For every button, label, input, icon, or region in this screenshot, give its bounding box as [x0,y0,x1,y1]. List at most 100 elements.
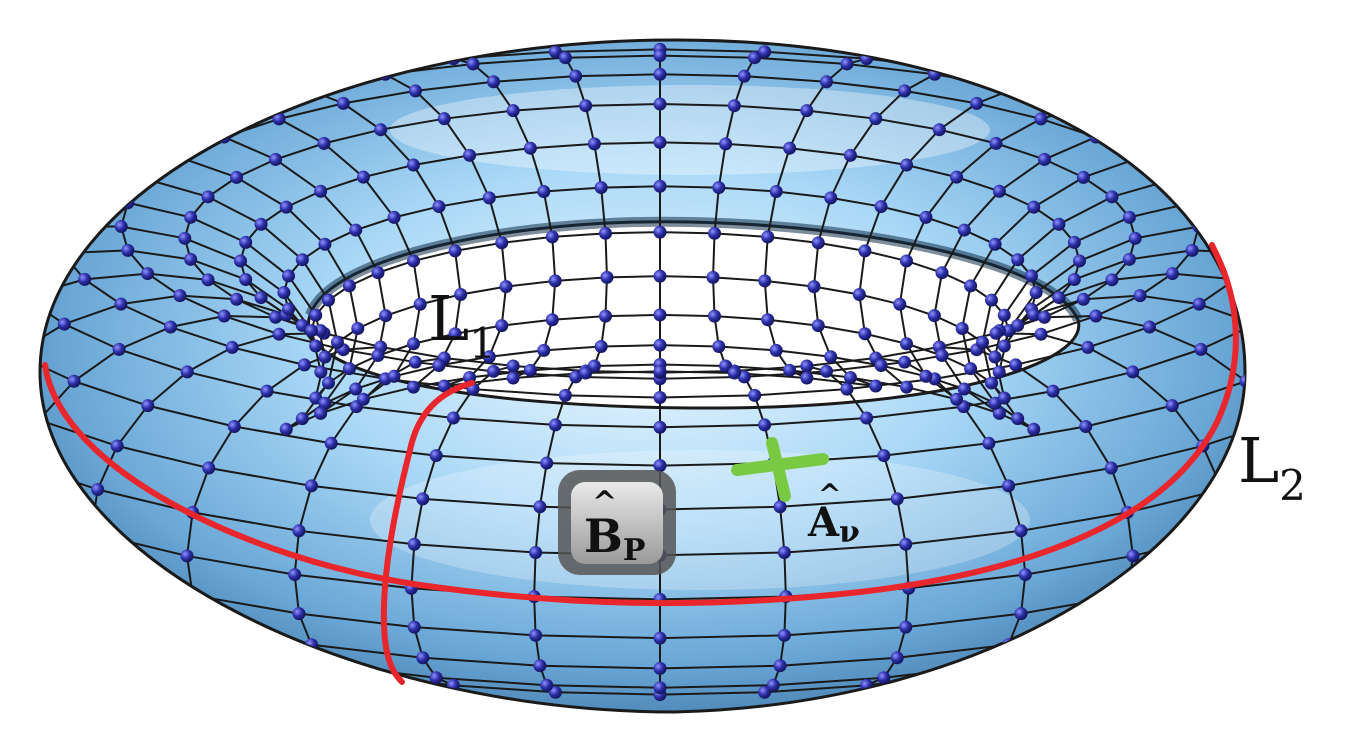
loop-l1-label: L1 [428,282,496,368]
lattice-node [653,420,667,434]
lattice-node [858,327,872,341]
lattice-edge [1149,125,1200,150]
lattice-node [260,78,274,92]
lattice-edge [1087,326,1150,349]
lattice-edge [1258,227,1265,254]
lattice-edge [356,405,454,419]
lattice-edge [489,190,544,199]
lattice-node [533,659,547,673]
lattice-edge [412,304,422,344]
lattice-node [184,210,198,224]
lattice-edge [956,176,1000,193]
lattice-node [1081,340,1095,354]
lattice-node [1342,191,1350,204]
lattice-node [653,135,667,149]
lattice-edge [274,158,322,193]
lattice-edge [941,229,966,274]
lattice-edge [767,318,819,327]
lattice-node [506,104,520,118]
lattice-edge [413,249,456,262]
lattice-edge [565,394,661,399]
lattice-edge [826,361,905,373]
lattice-edge [604,233,608,278]
lattice-node [653,97,667,111]
lattice-node [598,309,612,323]
lattice-edge [468,154,491,199]
lattice-edge [713,187,720,234]
lattice-node [976,335,990,349]
lattice-edge [147,272,209,281]
lattice-node [737,69,751,83]
lattice-edge [419,293,461,306]
lattice-node [727,99,741,113]
lattice-edge [659,54,755,59]
lattice-node [1122,252,1136,266]
lattice-edge [555,276,608,282]
lattice-edge [355,216,395,232]
lattice-edge [231,346,305,366]
lattice-edge [1256,153,1296,180]
lattice-edge [1110,467,1129,513]
lattice-edge [789,369,851,379]
lattice-edge [84,272,148,281]
lattice-edge [324,243,351,287]
lattice-node [900,158,914,172]
lattice-edge [380,345,445,359]
lattice-edge [962,406,990,444]
lattice-node [1128,231,1142,245]
lattice-node [342,362,356,376]
lattice-edge [539,664,661,670]
lattice-node [1126,98,1140,112]
lattice-edge [437,206,457,252]
lattice-node [957,223,971,237]
lattice-edge [310,442,333,487]
lattice-node [180,549,194,563]
lattice-edge [330,664,357,675]
lattice-edge [354,354,379,390]
lattice-node [227,642,241,656]
lattice-node [506,359,520,373]
plaquette-operator-hat: ^ [592,485,617,520]
lattice-node [318,350,332,364]
lattice-edge [1305,324,1348,354]
lattice-edge [184,237,241,262]
lattice-edge [552,315,606,321]
lattice-edge [9,463,17,506]
lattice-edge [207,278,262,299]
lattice-node [758,418,772,432]
lattice-edge [1035,260,1081,294]
lattice-edge [190,216,247,244]
lattice-edge [817,197,832,244]
lattice-node [899,254,913,268]
lattice-node [858,244,872,258]
lattice-edge [880,164,908,208]
lattice-edge [883,442,989,457]
lattice-node [454,287,468,301]
lattice-node [1299,569,1312,582]
lattice-edge [1017,223,1060,261]
lattice-edge [1258,200,1265,227]
lattice-edge [961,285,972,329]
lattice-edge [1020,530,1027,575]
lattice-edge [712,276,765,282]
lattice-edge [348,285,359,329]
lattice-edge [266,364,305,392]
lattice-node [1228,167,1242,181]
lattice-edge [981,342,993,384]
lattice-node [230,292,244,306]
lattice-edge [208,626,235,650]
lattice-edge [925,216,965,232]
lattice-edge [1320,209,1328,239]
lattice-node [1133,150,1147,164]
lattice-edge [354,229,379,274]
lattice-node [91,482,105,496]
lattice-edge [379,129,415,166]
lattice-edge [96,445,119,490]
lattice-edge [863,206,883,252]
lattice-edge [818,241,866,252]
lattice-node [840,382,854,396]
lattice-node [112,120,126,134]
lattice-node [579,99,593,113]
lattice-edge [40,323,65,355]
